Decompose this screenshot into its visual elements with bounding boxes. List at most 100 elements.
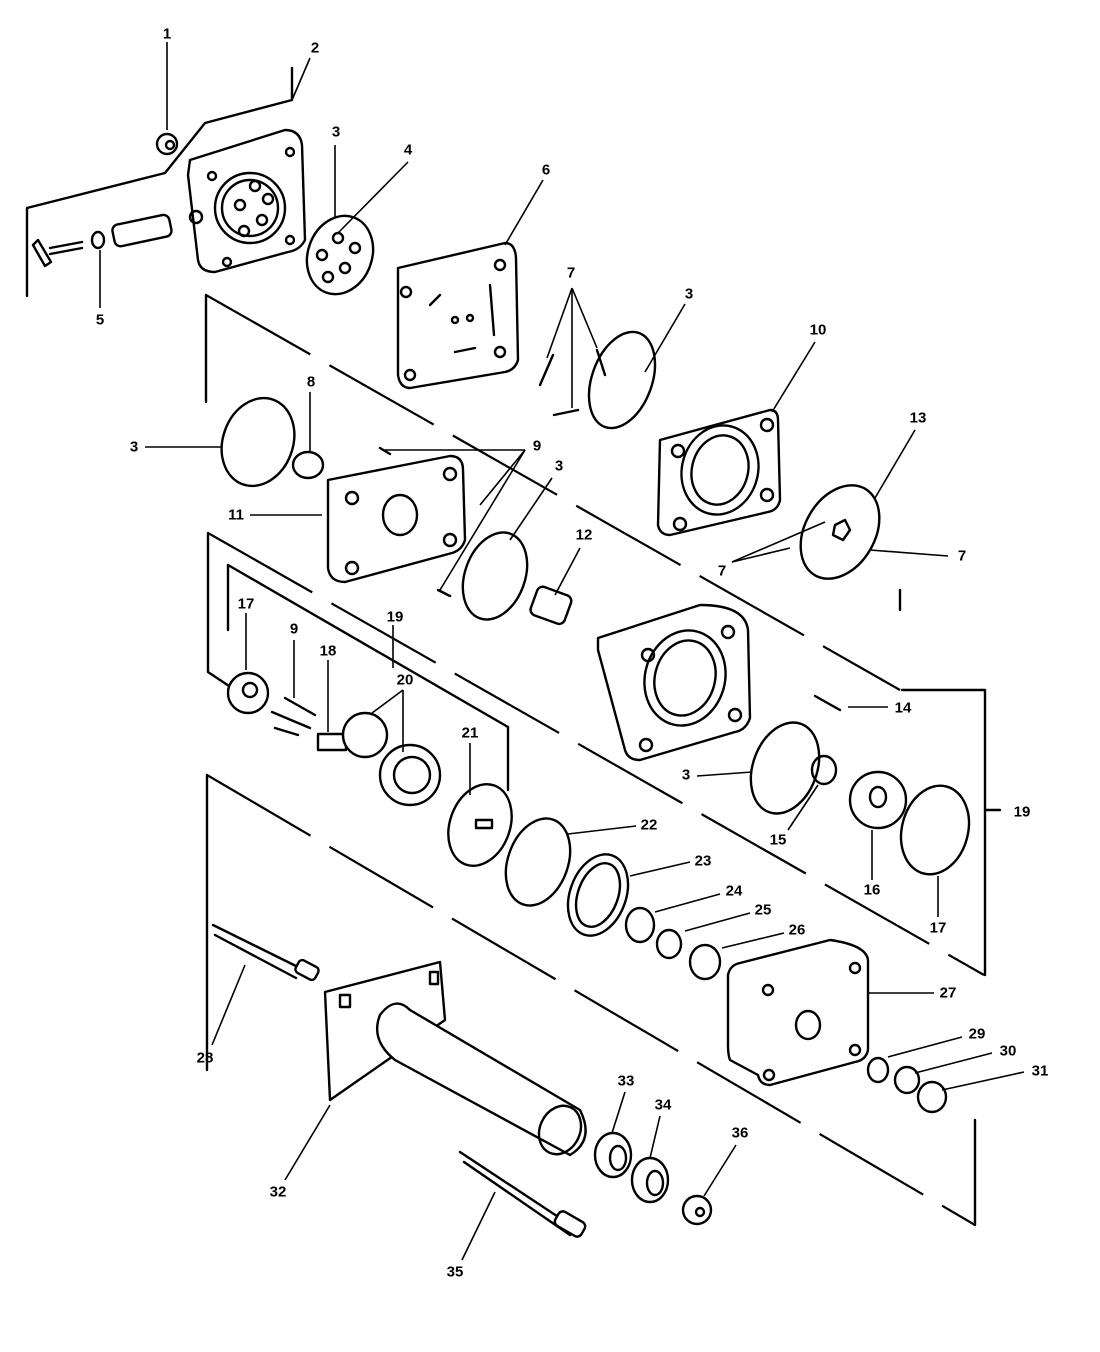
callout-7: 7 bbox=[957, 547, 967, 565]
leader-line-3 bbox=[644, 303, 686, 373]
leader-line-6 bbox=[504, 179, 544, 246]
leader-line-7 bbox=[731, 547, 791, 563]
leader-line-28 bbox=[211, 964, 246, 1046]
part-bearing-plate-10 bbox=[656, 408, 782, 537]
callout-20: 20 bbox=[396, 671, 414, 689]
callout-21: 21 bbox=[461, 724, 479, 742]
leader-line-30 bbox=[914, 1052, 993, 1074]
leader-line-9 bbox=[439, 449, 526, 591]
leader-line-9 bbox=[479, 449, 526, 506]
part-orings-3 bbox=[220, 330, 821, 815]
callout-17: 17 bbox=[929, 919, 947, 937]
leader-line-2 bbox=[291, 57, 311, 101]
callout-3: 3 bbox=[129, 438, 139, 456]
leader-line-20 bbox=[371, 689, 404, 714]
leader-line-25 bbox=[684, 912, 751, 932]
callout-4: 4 bbox=[403, 141, 413, 159]
part-rings-29-31 bbox=[866, 1056, 948, 1114]
leader-line-26 bbox=[721, 932, 785, 949]
callout-10: 10 bbox=[809, 321, 827, 339]
part-cylinder-32 bbox=[323, 960, 587, 1157]
part-bolt-and-fitting bbox=[31, 213, 173, 268]
leader-line-22 bbox=[567, 825, 637, 835]
callout-35: 35 bbox=[446, 1263, 464, 1281]
callout-17: 17 bbox=[237, 595, 255, 613]
part-block-8 bbox=[291, 450, 325, 480]
callout-16: 16 bbox=[863, 881, 881, 899]
callout-6: 6 bbox=[541, 161, 551, 179]
leader-line-12 bbox=[554, 547, 581, 596]
group-brackets bbox=[25, 66, 1002, 1227]
part-spacers-33-34 bbox=[593, 1131, 670, 1204]
callout-18: 18 bbox=[319, 642, 337, 660]
leader-line-7 bbox=[546, 287, 573, 359]
part-rod-28 bbox=[211, 923, 320, 982]
callout-24: 24 bbox=[725, 882, 743, 900]
part-plate-6 bbox=[396, 241, 520, 390]
callout-25: 25 bbox=[754, 901, 772, 919]
leader-line-10 bbox=[771, 341, 816, 413]
leader-line-23 bbox=[629, 861, 691, 877]
leader-line-36 bbox=[703, 1144, 737, 1197]
leader-line-7 bbox=[731, 521, 826, 563]
leader-line-15 bbox=[787, 784, 819, 831]
part-group-19-right bbox=[810, 694, 971, 876]
callout-15: 15 bbox=[769, 831, 787, 849]
callout-3: 3 bbox=[554, 457, 564, 475]
callout-27: 27 bbox=[939, 984, 957, 1002]
part-end-cover-27 bbox=[726, 938, 870, 1087]
part-plate-11 bbox=[326, 446, 467, 598]
part-housing-2 bbox=[186, 128, 307, 274]
leader-line-13 bbox=[874, 429, 916, 499]
callout-9: 9 bbox=[289, 620, 299, 638]
part-springs-7 bbox=[538, 348, 607, 417]
callout-36: 36 bbox=[731, 1124, 749, 1142]
leader-line-24 bbox=[654, 893, 721, 913]
leader-line-31 bbox=[941, 1071, 1025, 1091]
leader-line-34 bbox=[649, 1115, 661, 1159]
callout-8: 8 bbox=[306, 373, 316, 391]
callout-9: 9 bbox=[532, 437, 542, 455]
callout-29: 29 bbox=[968, 1025, 986, 1043]
callout-13: 13 bbox=[909, 409, 927, 427]
leader-line-7 bbox=[869, 549, 949, 557]
leader-line-3 bbox=[509, 477, 553, 541]
part-group-19-left bbox=[226, 671, 513, 867]
callout-1: 1 bbox=[162, 25, 172, 43]
callout-12: 12 bbox=[575, 526, 593, 544]
callout-19: 19 bbox=[1013, 803, 1031, 821]
callout-33: 33 bbox=[617, 1072, 635, 1090]
part-plate-4 bbox=[305, 214, 375, 296]
callout-11: 11 bbox=[228, 506, 244, 524]
leader-line-29 bbox=[887, 1036, 963, 1058]
callout-19: 19 bbox=[386, 608, 404, 626]
callout-3: 3 bbox=[681, 766, 691, 784]
callout-32: 32 bbox=[269, 1183, 287, 1201]
callout-3: 3 bbox=[684, 285, 694, 303]
leader-line-4 bbox=[337, 161, 409, 234]
leader-lines bbox=[99, 42, 1025, 1261]
part-housing-block bbox=[596, 603, 752, 762]
callout-31: 31 bbox=[1031, 1062, 1049, 1080]
leader-line-32 bbox=[284, 1104, 331, 1181]
part-key-12 bbox=[529, 585, 573, 626]
part-nut-1 bbox=[155, 132, 179, 156]
callout-7: 7 bbox=[717, 562, 727, 580]
callout-23: 23 bbox=[694, 852, 712, 870]
callout-28: 28 bbox=[196, 1049, 214, 1067]
callout-30: 30 bbox=[999, 1042, 1017, 1060]
callout-7: 7 bbox=[566, 264, 576, 282]
callout-14: 14 bbox=[894, 699, 912, 717]
part-nut-36 bbox=[681, 1194, 713, 1226]
leader-line-33 bbox=[611, 1091, 626, 1134]
callout-22: 22 bbox=[640, 816, 658, 834]
callout-3: 3 bbox=[331, 123, 341, 141]
part-bearings-22-26 bbox=[504, 817, 722, 981]
callout-2: 2 bbox=[310, 39, 320, 57]
part-stud-35 bbox=[458, 1150, 587, 1238]
leader-line-7 bbox=[571, 287, 598, 349]
callout-26: 26 bbox=[788, 921, 806, 939]
callout-34: 34 bbox=[654, 1096, 672, 1114]
callout-5: 5 bbox=[95, 311, 105, 329]
